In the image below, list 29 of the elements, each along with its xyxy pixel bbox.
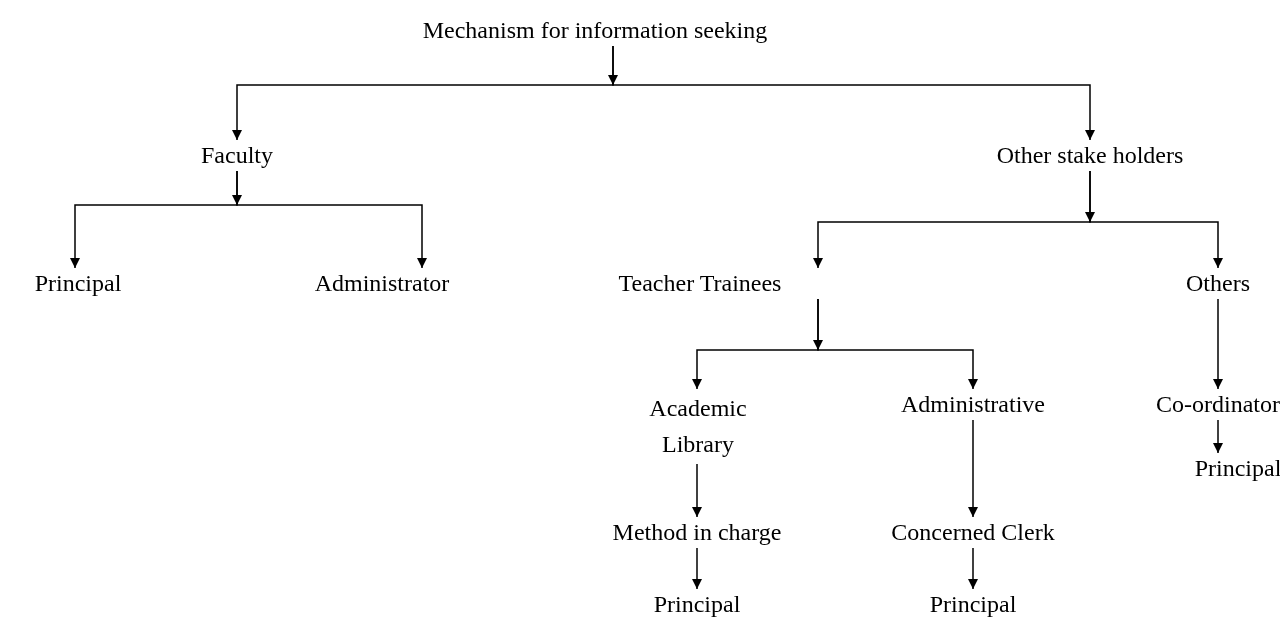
- node-label: Academic Library: [633, 390, 763, 462]
- connector-arrow: [692, 547, 702, 590]
- node-label: Administrator: [314, 269, 450, 297]
- node-label: Administrative: [901, 390, 1045, 418]
- node-label: Others: [1186, 269, 1250, 297]
- node-label: Other stake holders: [996, 141, 1184, 169]
- connector-arrow: [968, 547, 978, 590]
- arrowhead: [232, 195, 242, 205]
- arrowhead: [1085, 212, 1095, 222]
- connector-arrow: [612, 45, 1095, 141]
- node-label: Co-ordinator: [1156, 390, 1280, 418]
- node-label: Principal: [653, 590, 741, 618]
- connector-arrow: [1213, 419, 1223, 454]
- node-label: Method in charge: [612, 518, 782, 546]
- arrowhead: [608, 75, 618, 85]
- connector-arrow: [1089, 170, 1223, 269]
- node-label: Concerned Clerk: [891, 518, 1055, 546]
- connector-arrow: [817, 298, 978, 390]
- connector-arrow: [236, 170, 427, 269]
- arrowhead: [813, 340, 823, 350]
- node-label: Principal: [929, 590, 1017, 618]
- node-label: Principal: [1194, 454, 1280, 482]
- node-label: Teacher Trainees: [618, 269, 782, 297]
- node-label: Faculty: [201, 141, 273, 169]
- connector-arrow: [968, 419, 978, 518]
- node-label: Principal: [34, 269, 122, 297]
- connector-arrow: [692, 463, 702, 518]
- node-label: Mechanism for information seeking: [422, 16, 768, 44]
- connector-arrow: [1213, 298, 1223, 390]
